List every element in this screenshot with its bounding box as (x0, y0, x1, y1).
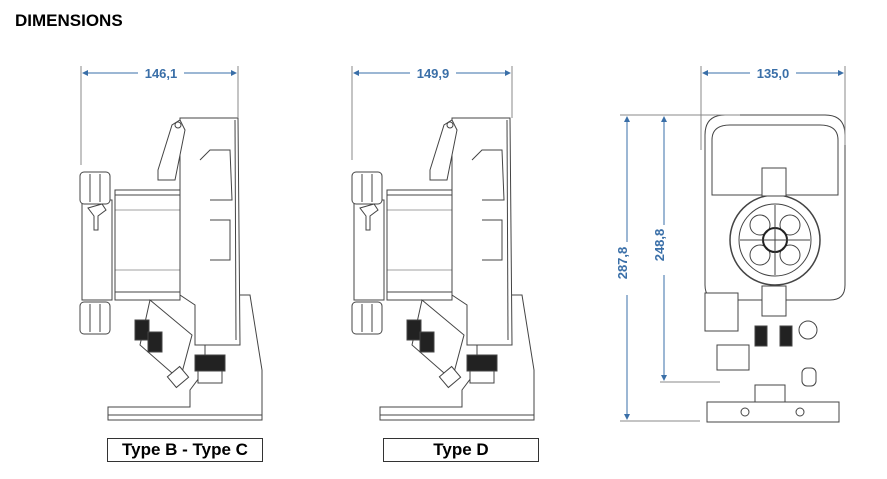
dim-height-total: 287,8 (615, 247, 630, 280)
side-view-type-b-c (79, 66, 263, 421)
dim-width-type-b-c: 146,1 (145, 66, 178, 81)
front-view (620, 66, 846, 423)
dim-height-body: 248,8 (652, 229, 667, 262)
dim-width-front: 135,0 (757, 66, 790, 81)
side-view-type-d (351, 66, 535, 421)
page-title: DIMENSIONS (15, 11, 123, 30)
label-type-b-c: Type B - Type C (107, 438, 263, 462)
dim-width-type-d: 149,9 (417, 66, 450, 81)
label-type-d: Type D (383, 438, 539, 462)
